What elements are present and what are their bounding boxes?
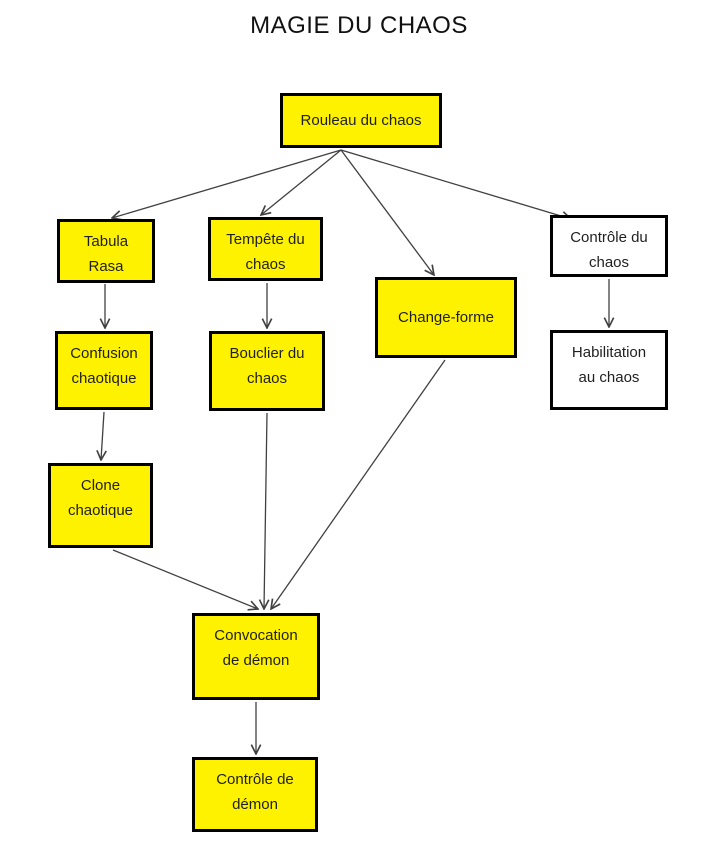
node-convocation-de-demon: Convocation de démon — [192, 613, 320, 700]
node-controle-du-chaos: Contrôle du chaos — [550, 215, 668, 277]
node-label: chaotique — [71, 370, 137, 387]
node-label: au chaos — [578, 369, 640, 386]
node-label: Contrôle de — [216, 771, 294, 788]
node-label: Rouleau du chaos — [300, 112, 422, 129]
node-tempete-du-chaos: Tempête du chaos — [208, 217, 323, 281]
node-label: Bouclier du — [229, 345, 305, 362]
node-label: Contrôle du — [570, 229, 648, 246]
node-habilitation-au-chaos: Habilitation au chaos — [550, 330, 668, 410]
node-label: Tempête du — [226, 231, 305, 248]
connector-rouleau-tabula — [112, 149, 342, 218]
connector-rouleau-tempete — [261, 149, 342, 215]
node-clone-chaotique: Clone chaotique — [48, 463, 153, 548]
node-label: Confusion — [70, 345, 138, 362]
node-label: Rasa — [88, 258, 124, 275]
node-controle-de-demon: Contrôle de démon — [192, 757, 318, 832]
node-label: chaos — [588, 254, 630, 271]
node-label: Convocation — [214, 627, 298, 644]
connector-rouleau-changeforme — [340, 149, 434, 275]
connector-bouclier-convocation — [264, 412, 267, 609]
node-bouclier-du-chaos: Bouclier du chaos — [209, 331, 325, 411]
node-tabula-rasa: Tabula Rasa — [57, 219, 155, 283]
node-label: Tabula — [83, 233, 129, 250]
connector-clone-convocation — [112, 549, 258, 609]
connector-confusion-clone — [101, 411, 104, 460]
node-label: chaotique — [67, 502, 134, 519]
node-confusion-chaotique: Confusion chaotique — [55, 331, 153, 410]
node-rouleau-du-chaos: Rouleau du chaos — [280, 93, 442, 148]
node-label: Clone — [80, 477, 121, 494]
node-label: Habilitation — [571, 344, 647, 361]
node-label: chaos — [245, 256, 286, 273]
connector-rouleau-controlechaos — [340, 149, 571, 219]
node-label: de démon — [222, 652, 290, 669]
node-change-forme: Change-forme — [375, 277, 517, 358]
diagram-title: MAGIE DU CHAOS — [250, 12, 468, 39]
node-label: Change-forme — [398, 309, 494, 326]
node-label: chaos — [246, 370, 288, 387]
node-label: démon — [232, 796, 278, 813]
